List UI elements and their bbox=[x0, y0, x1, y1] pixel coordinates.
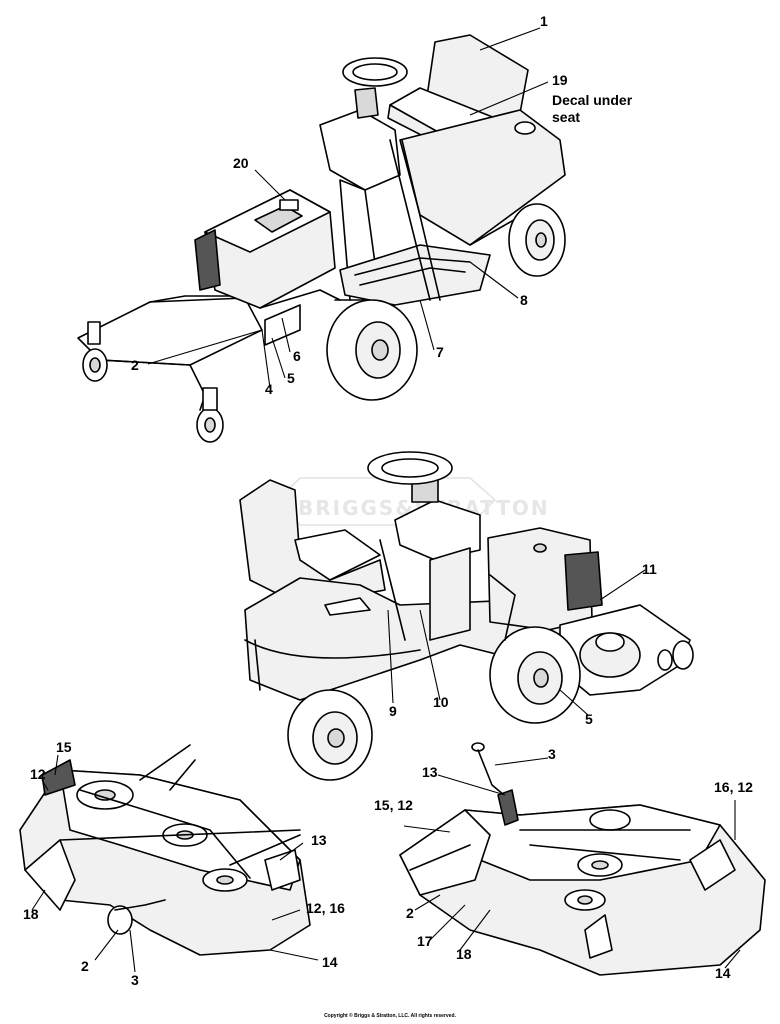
mower-front-view bbox=[77, 34, 566, 443]
callout-20: 20 bbox=[233, 155, 249, 171]
callout-15-12: 15, 12 bbox=[374, 797, 413, 813]
callout-2-deck-left: 2 bbox=[81, 958, 89, 974]
mower-deck-left-view bbox=[19, 744, 311, 956]
callout-3-deck-right: 3 bbox=[548, 746, 556, 762]
callout-2: 2 bbox=[131, 357, 139, 373]
callout-13: 13 bbox=[311, 832, 327, 848]
callout-14-deck-right: 14 bbox=[715, 965, 731, 981]
callout-15: 15 bbox=[56, 739, 72, 755]
callout-18: 18 bbox=[23, 906, 39, 922]
callout-13-deck-right: 13 bbox=[422, 764, 438, 780]
callout-18-deck-right: 18 bbox=[456, 946, 472, 962]
callout-19-note: Decal under seat bbox=[552, 92, 633, 125]
copyright-notice: Copyright © Briggs & Stratton, LLC. All … bbox=[324, 1013, 456, 1019]
mower-deck-right-view bbox=[399, 742, 766, 976]
callout-17: 17 bbox=[417, 933, 433, 949]
mower-rear-view: BRIGGS&STRATTON bbox=[239, 451, 694, 781]
leader-lines bbox=[31, 27, 741, 973]
callout-3: 3 bbox=[131, 972, 139, 988]
callout-5: 5 bbox=[287, 370, 295, 386]
callout-10: 10 bbox=[433, 694, 449, 710]
callout-6: 6 bbox=[293, 348, 301, 364]
callout-16-12: 16, 12 bbox=[714, 779, 753, 795]
callout-9: 9 bbox=[389, 703, 397, 719]
callout-12-16: 12, 16 bbox=[306, 900, 345, 916]
callout-7: 7 bbox=[436, 344, 444, 360]
callout-11: 11 bbox=[642, 561, 657, 577]
callout-19: 19 bbox=[552, 72, 568, 88]
callout-1: 1 bbox=[540, 13, 548, 29]
callout-14: 14 bbox=[322, 954, 338, 970]
callout-5-rear: 5 bbox=[585, 711, 593, 727]
callout-2-deck-right: 2 bbox=[406, 905, 414, 921]
callout-12: 12 bbox=[30, 766, 46, 782]
callout-8: 8 bbox=[520, 292, 528, 308]
callout-4: 4 bbox=[265, 381, 273, 397]
